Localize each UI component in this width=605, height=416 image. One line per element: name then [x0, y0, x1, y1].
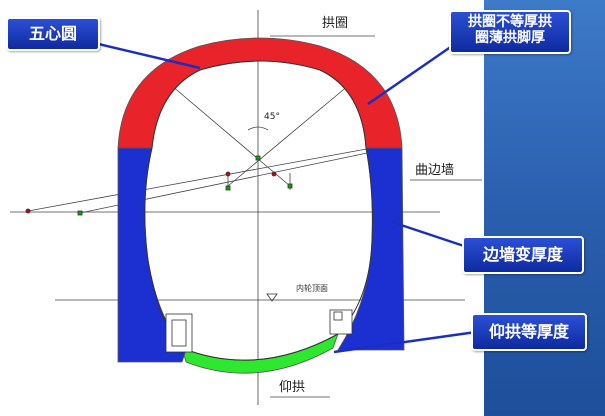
side-wall-thickness-callout: 边墙变厚度 [462, 236, 584, 274]
arch-ring-label: 拱圈 [322, 16, 349, 31]
center-points [25, 155, 293, 216]
right-decor-panel [484, 0, 605, 416]
arch-thickness-callout-line2: 圈薄拱脚厚 [475, 30, 545, 47]
callout-pointers [89, 40, 477, 354]
footing-boxes [165, 309, 353, 353]
invert-thickness-callout: 仰拱等厚度 [471, 313, 587, 351]
curved-side-wall-label: 曲边墙 [415, 163, 455, 178]
invert-label: 仰拱 [279, 380, 306, 395]
construction-lines [10, 10, 482, 405]
arch-ring [117, 37, 403, 149]
inner-outline [144, 60, 373, 361]
angle-label: 45° [264, 112, 280, 122]
five-center-circle-callout: 五心圆 [6, 17, 100, 51]
angle-arc [247, 126, 269, 131]
datum-triangle [266, 293, 278, 302]
invert-arch [181, 333, 339, 374]
arch-thickness-callout-line1: 拱圈不等厚拱 [468, 14, 552, 30]
inner-contour-label: 内轮顶面 [296, 284, 328, 293]
arch-thickness-callout: 拱圈不等厚拱 圈薄拱脚厚 [449, 10, 571, 54]
